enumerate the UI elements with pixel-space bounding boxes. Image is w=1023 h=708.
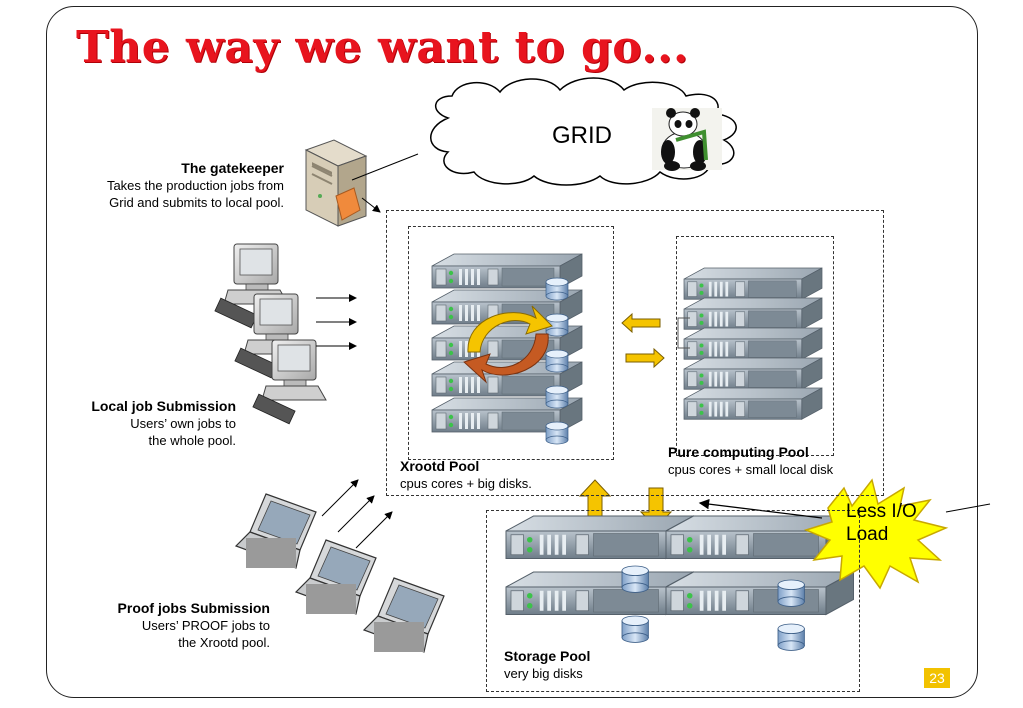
page-title: The way we want to go... bbox=[76, 22, 689, 73]
storage-pool-boundary bbox=[486, 510, 860, 692]
storage-pool-heading: Storage Pool bbox=[504, 648, 591, 664]
grid-label: GRID bbox=[552, 122, 612, 149]
proof-jobs-text: Proof jobs Submission Users’ PROOF jobs … bbox=[56, 600, 270, 651]
laptop-icon bbox=[295, 539, 377, 615]
callout-text: Less I/O Load bbox=[846, 500, 917, 546]
proof-jobs-line1: Users’ PROOF jobs to bbox=[141, 618, 270, 633]
gatekeeper-line2: Grid and submits to local pool. bbox=[109, 195, 284, 210]
gatekeeper-server-icon bbox=[304, 139, 368, 227]
arrow-right-icon bbox=[625, 347, 665, 369]
storage-pool-desc: very big disks bbox=[504, 666, 583, 681]
gatekeeper-line1: Takes the production jobs from bbox=[106, 178, 284, 193]
local-job-text: Local job Submission Users’ own jobs to … bbox=[40, 398, 236, 449]
arrow-left-icon bbox=[621, 312, 661, 334]
proof-jobs-line2: the Xrootd pool. bbox=[178, 635, 270, 650]
storage-pool-label: Storage Pool very big disks bbox=[504, 648, 590, 682]
computing-pool-heading: Pure computing Pool bbox=[668, 444, 809, 460]
computing-pool-label: Pure computing Pool cpus cores + small l… bbox=[668, 444, 833, 478]
local-job-line1: Users’ own jobs to bbox=[130, 416, 236, 431]
xrootd-pool-label: Xrootd Pool cpus cores + big disks. bbox=[400, 458, 532, 492]
computing-pool-boundary bbox=[676, 236, 834, 456]
xrootd-pool-desc: cpus cores + big disks. bbox=[400, 476, 532, 491]
xrootd-pool-heading: Xrootd Pool bbox=[400, 458, 480, 474]
callout-line2: Load bbox=[846, 524, 889, 545]
laptop-icon bbox=[235, 493, 317, 569]
computing-pool-desc: cpus cores + small local disk bbox=[668, 462, 834, 477]
proof-jobs-heading: Proof jobs Submission bbox=[117, 600, 270, 616]
sync-cycle-icon bbox=[463, 305, 553, 384]
gatekeeper-text: The gatekeeper Takes the production jobs… bbox=[58, 160, 284, 211]
main-pool-boundary bbox=[386, 210, 884, 496]
laptop-icon bbox=[363, 577, 445, 653]
page-number: 23 bbox=[924, 668, 950, 688]
panda-icon bbox=[652, 108, 722, 171]
less-io-callout bbox=[803, 478, 949, 590]
local-job-line2: the whole pool. bbox=[148, 433, 236, 448]
local-job-heading: Local job Submission bbox=[91, 398, 236, 414]
xrootd-pool-boundary bbox=[408, 226, 614, 460]
gatekeeper-heading: The gatekeeper bbox=[181, 160, 284, 176]
callout-line1: Less I/O bbox=[846, 501, 917, 522]
